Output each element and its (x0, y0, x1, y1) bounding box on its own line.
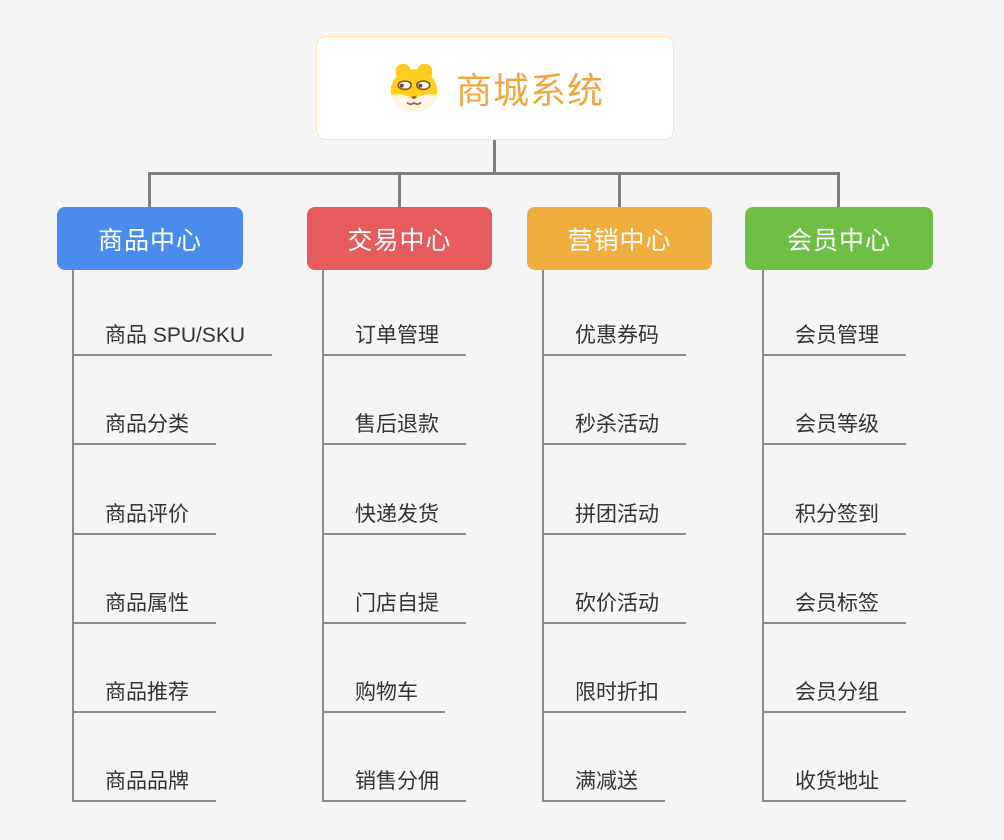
branch-header-product-center[interactable]: 商品中心 (57, 207, 243, 270)
connector-root-drop (493, 139, 496, 173)
leaf-node[interactable]: 会员分组 (762, 667, 906, 713)
connector-bus (149, 172, 839, 175)
leaf-node[interactable]: 积分签到 (762, 489, 906, 535)
connector-branch-drop (618, 172, 621, 208)
leaf-node[interactable]: 限时折扣 (542, 667, 686, 713)
connector-branch-drop (837, 172, 840, 208)
branch-trunk (72, 270, 74, 802)
branch-header-marketing-center[interactable]: 营销中心 (527, 207, 712, 270)
leaf-node[interactable]: 售后退款 (322, 399, 466, 445)
leaf-node[interactable]: 拼团活动 (542, 489, 686, 535)
leaf-node[interactable]: 优惠券码 (542, 310, 686, 356)
root-title: 商城系统 (455, 70, 604, 111)
leaf-node[interactable]: 商品评价 (72, 489, 216, 535)
leaf-node[interactable]: 门店自提 (322, 578, 466, 624)
leaf-node[interactable]: 会员等级 (762, 399, 906, 445)
leaf-node[interactable]: 商品属性 (72, 578, 216, 624)
leaf-node[interactable]: 商品分类 (72, 399, 216, 445)
branch-header-member-center[interactable]: 会员中心 (745, 207, 933, 270)
leaf-node[interactable]: 销售分佣 (322, 756, 466, 802)
root-node[interactable]: 商城系统 (316, 36, 674, 140)
leaf-node[interactable]: 收货地址 (762, 756, 906, 802)
connector-branch-drop (148, 172, 151, 208)
leaf-node[interactable]: 快递发货 (322, 489, 466, 535)
leaf-node[interactable]: 商品推荐 (72, 667, 216, 713)
leaf-node[interactable]: 满减送 (542, 756, 665, 802)
leaf-node[interactable]: 会员标签 (762, 578, 906, 624)
branch-trunk (762, 270, 764, 802)
leaf-node[interactable]: 会员管理 (762, 310, 906, 356)
dog-icon (386, 62, 442, 114)
leaf-node[interactable]: 商品品牌 (72, 756, 216, 802)
connector-branch-drop (398, 172, 401, 208)
branch-trunk (322, 270, 324, 802)
branch-trunk (542, 270, 544, 802)
leaf-node[interactable]: 秒杀活动 (542, 399, 686, 445)
leaf-node[interactable]: 订单管理 (322, 310, 466, 356)
leaf-node[interactable]: 商品 SPU/SKU (72, 310, 273, 356)
leaf-node[interactable]: 砍价活动 (542, 578, 686, 624)
branch-header-trade-center[interactable]: 交易中心 (307, 207, 492, 270)
leaf-node[interactable]: 购物车 (322, 667, 445, 713)
